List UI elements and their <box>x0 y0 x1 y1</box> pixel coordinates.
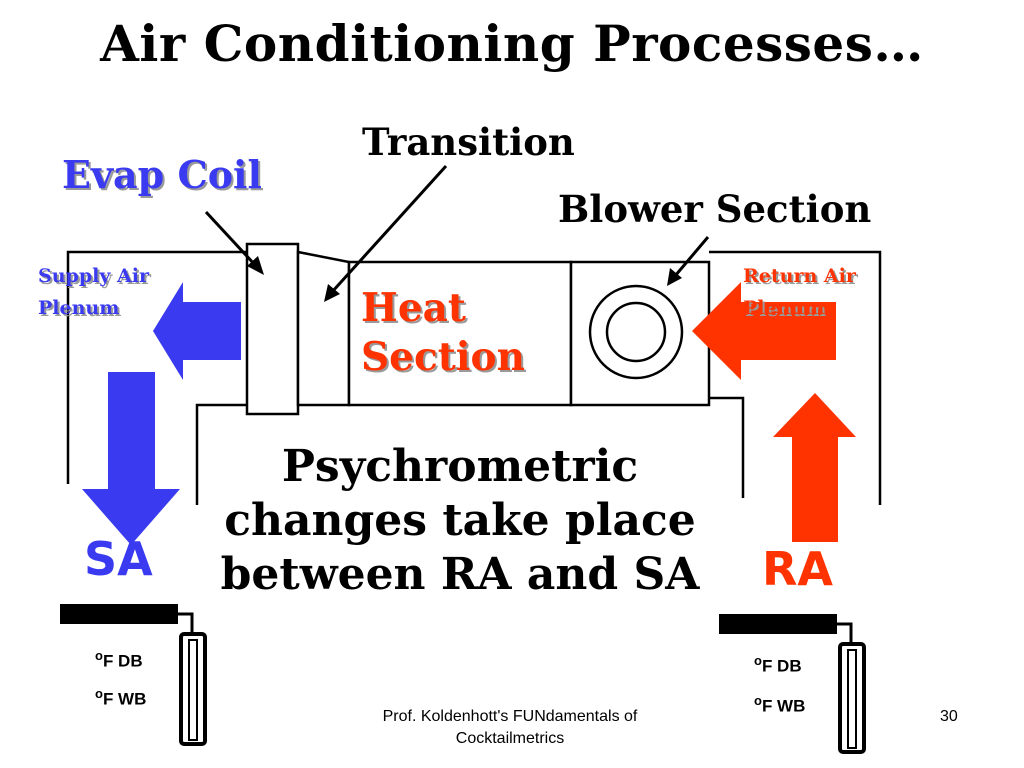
transition-pointer-head <box>324 284 340 302</box>
sa-wb-reading-label: oF WB <box>95 686 146 710</box>
sa-db-reading-label: oF DB <box>95 648 143 672</box>
supply-plenum-outline <box>66 250 246 484</box>
blower-pointer <box>673 236 710 277</box>
evap-pointer-head <box>247 256 264 275</box>
page-number: 30 <box>940 708 958 725</box>
db-text: F DB <box>761 656 802 676</box>
supply-air-line2: Plenum <box>38 297 120 319</box>
heat-section-label: Heat Section <box>361 284 525 382</box>
duct-outline <box>66 250 882 505</box>
blower-wheel-inner <box>605 301 667 363</box>
degree-mark: o <box>754 653 762 668</box>
unit-body <box>245 242 711 416</box>
wb-text: F WB <box>102 689 147 709</box>
heat-line2: Section <box>361 334 525 380</box>
degree-mark: o <box>95 648 103 663</box>
return-air-line1: Return Air <box>743 265 856 287</box>
transition-label: Transition <box>362 120 575 164</box>
transition-pointer <box>330 164 448 294</box>
sa-probe <box>60 604 178 624</box>
return-bottom-duct <box>709 396 745 498</box>
evap-coil-label: Evap Coil <box>62 152 262 197</box>
ra-thermometer <box>719 614 866 754</box>
heat-line1: Heat <box>361 285 466 331</box>
supply-air-line1: Supply Air <box>38 265 149 287</box>
ra-up-arrow <box>773 393 856 542</box>
evap-coil-box <box>245 242 300 416</box>
supply-air-arrow <box>153 282 241 380</box>
supply-bottom-duct <box>195 403 247 505</box>
supply-air-plenum-label: Supply Air Plenum <box>38 260 149 324</box>
transition-piece <box>296 250 351 407</box>
degree-mark: o <box>754 693 762 708</box>
return-plenum-outline <box>709 250 882 505</box>
psychrometric-statement: Psychrometric changes take place between… <box>220 441 700 600</box>
blower-section-label: Blower Section <box>558 187 872 231</box>
slide-title: Air Conditioning Processes… <box>100 14 924 73</box>
wb-text: F WB <box>761 696 806 716</box>
blower-pointer-head <box>667 268 682 286</box>
footer-credit: Prof. Koldenhott's FUNdamentals of Cockt… <box>382 708 638 747</box>
return-air-arrow <box>692 282 836 380</box>
return-air-line2: Plenum <box>743 297 825 319</box>
ra-wb-reading-label: oF WB <box>754 693 805 717</box>
sa-label: SA <box>84 532 153 586</box>
evap-pointer <box>204 210 258 268</box>
sa-down-arrow <box>82 372 180 545</box>
db-text: F DB <box>102 651 143 671</box>
degree-mark: o <box>95 686 103 701</box>
ra-label: RA <box>762 542 834 596</box>
ra-probe <box>719 614 837 634</box>
ra-db-reading-label: oF DB <box>754 653 802 677</box>
return-air-plenum-label: Return Air Plenum <box>743 260 856 324</box>
pointers <box>204 164 710 302</box>
sa-thermometer <box>60 604 207 746</box>
